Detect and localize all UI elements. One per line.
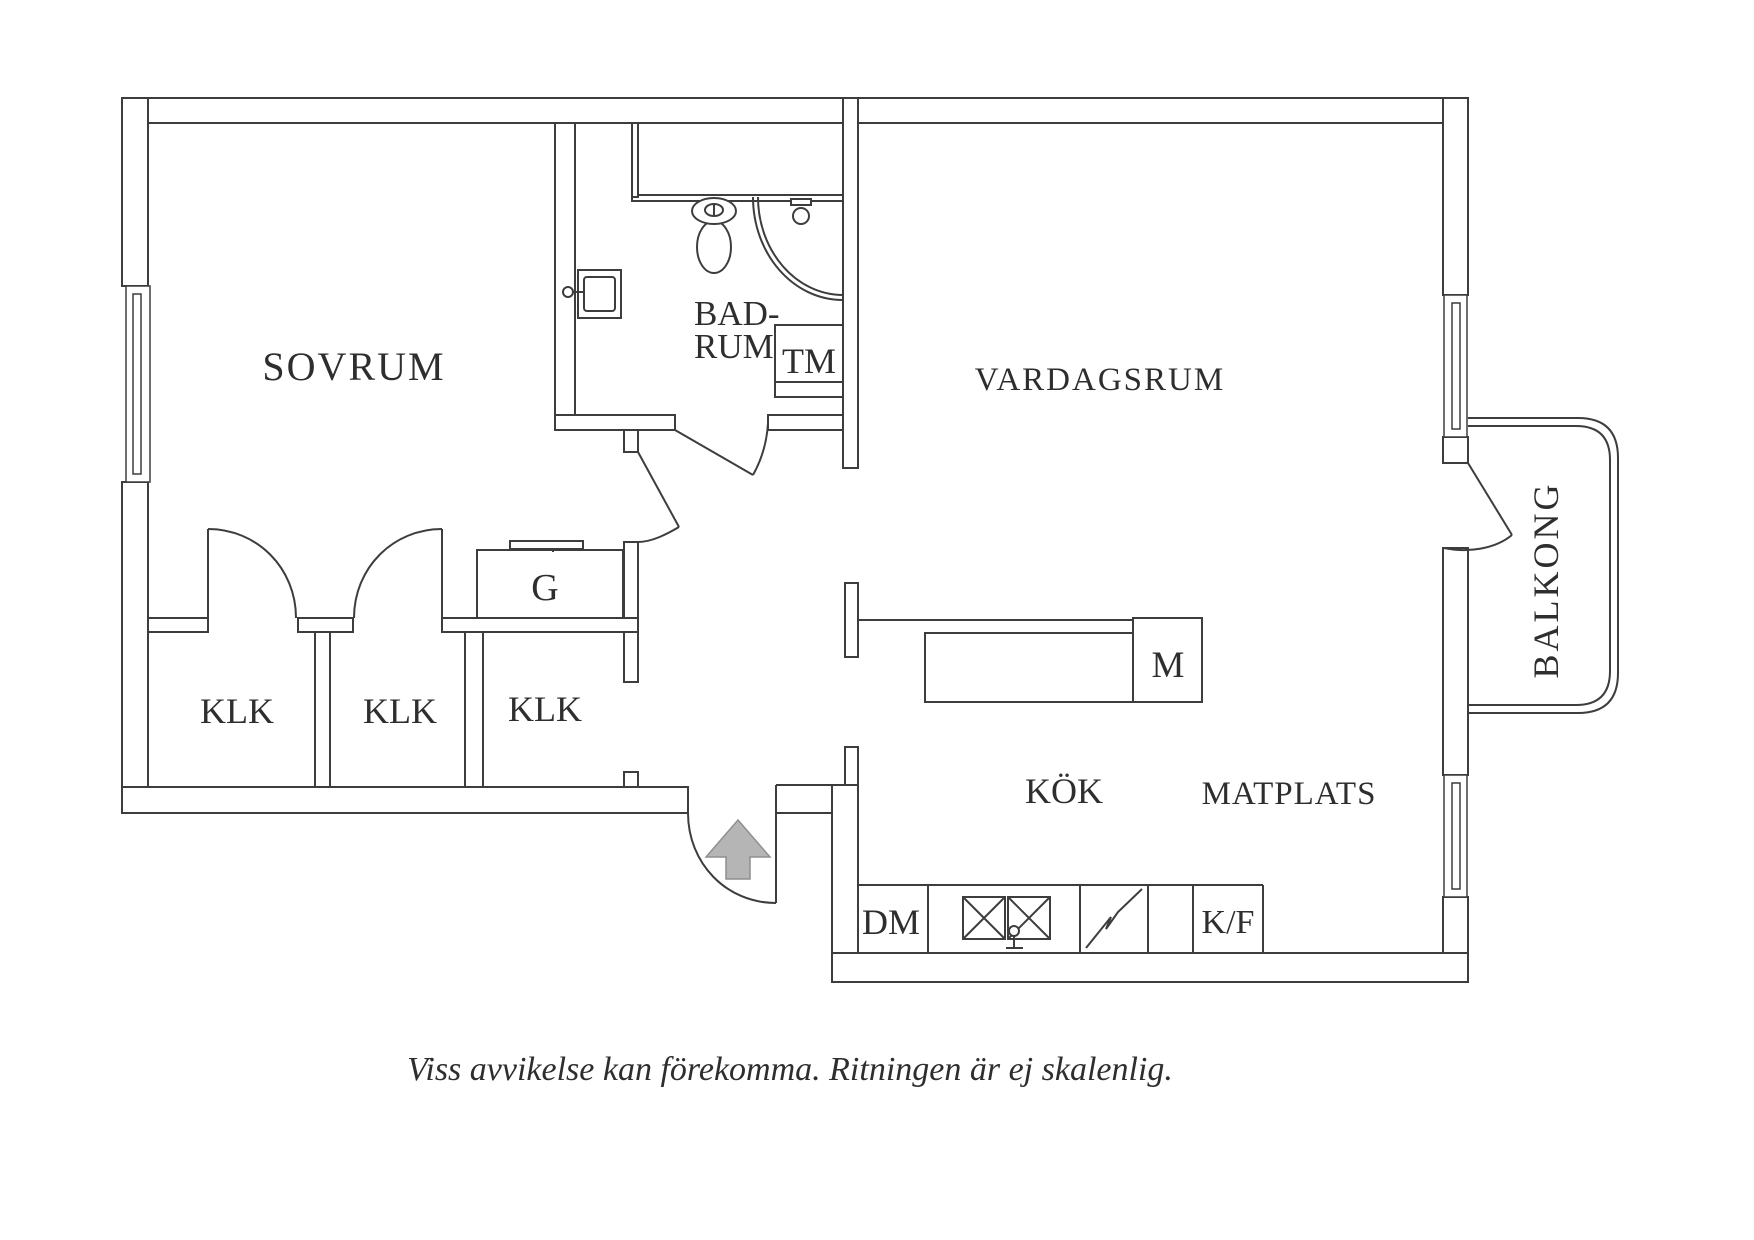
label-washing-machine: TM <box>782 341 836 381</box>
room-labels: SOVRUM VARDAGSRUM BAD- RUM TM G KLK KLK … <box>200 294 1566 942</box>
wall-bedroom-right <box>554 122 576 431</box>
disclaimer-text: Viss avvikelse kan förekomma. Ritningen … <box>407 1051 1173 1088</box>
window-bedroom-icon <box>125 285 151 483</box>
door-bathroom <box>674 422 769 476</box>
balcony-rail-outer <box>1467 417 1619 714</box>
wall-right-3 <box>1442 547 1469 776</box>
wall-bedroom-bottom-b <box>297 617 354 633</box>
bathroom-sink-icon <box>562 269 622 319</box>
label-bedroom: SOVRUM <box>262 344 445 389</box>
door-closet-1 <box>207 528 297 619</box>
wardrobe-box <box>476 540 624 619</box>
wall-bedroom-bottom-a <box>147 617 209 633</box>
door-balcony <box>1443 462 1513 551</box>
washing-machine-box <box>774 324 844 398</box>
wall-kitchen-left <box>831 784 859 954</box>
balcony-rail-inner <box>1467 425 1611 706</box>
balcony-railing <box>1467 417 1619 714</box>
label-bathroom-line2: RUM <box>694 327 774 366</box>
label-kitchen: KÖK <box>1025 771 1103 811</box>
label-bathroom-line1: BAD- <box>694 294 780 333</box>
wall-left-upper <box>121 97 149 287</box>
toilet-icon <box>691 197 737 274</box>
wall-top <box>121 97 1469 124</box>
kitchen-sink-icon <box>962 896 1051 949</box>
wall-closet-divider-1 <box>314 631 331 788</box>
wall-bedroom-bottom-c <box>441 617 639 633</box>
wall-kitchen-post <box>844 582 859 658</box>
wall-right-1 <box>1442 97 1469 296</box>
wall-bath-bottom-left <box>554 414 676 431</box>
wall-bottom-right-wing <box>831 952 1469 983</box>
interior-walls <box>147 97 859 788</box>
exterior-walls <box>121 97 1469 983</box>
wall-hall-bedroom-lower <box>623 541 639 683</box>
stove-icon <box>1085 888 1143 949</box>
label-dining: MATPLATS <box>1202 776 1377 812</box>
door-bedroom <box>637 451 680 543</box>
label-closet-2: KLK <box>363 691 437 731</box>
kitchen-counter-row <box>858 884 1264 953</box>
wall-bath-bottom-right <box>767 414 844 431</box>
wall-left-lower <box>121 481 149 814</box>
wall-closet-divider-2 <box>464 631 484 788</box>
label-closet-3: KLK <box>508 689 582 729</box>
wall-hall-closet-stub <box>623 771 639 788</box>
window-livingroom-icon <box>1443 294 1468 438</box>
door-entrance <box>687 784 845 904</box>
label-dishwasher: DM <box>862 902 920 942</box>
shower-icon <box>752 196 844 301</box>
label-closet-1: KLK <box>200 691 274 731</box>
label-fridge-freezer: K/F <box>1202 904 1255 941</box>
wall-kitchen-divider-upper <box>844 746 859 786</box>
label-balcony: BALKONG <box>1526 482 1566 679</box>
windows <box>125 285 1468 898</box>
wall-bottom-left-wing <box>121 786 689 814</box>
entrance-arrow-icon <box>704 818 772 880</box>
label-wardrobe: G <box>531 567 558 609</box>
wall-right-2 <box>1442 436 1469 464</box>
label-livingroom: VARDAGSRUM <box>975 362 1225 398</box>
bathroom-fixtures <box>562 196 844 398</box>
door-closet-2 <box>353 528 443 619</box>
wall-livingroom-left <box>842 97 859 469</box>
kitchen-island <box>858 617 1203 703</box>
label-appliance-m: M <box>1152 645 1185 686</box>
doors <box>207 422 1513 904</box>
window-dining-icon <box>1443 774 1468 898</box>
wall-hall-bedroom-upper <box>623 429 639 453</box>
wall-bath-top-stub <box>631 122 639 198</box>
appliance-m-box <box>1132 617 1203 703</box>
